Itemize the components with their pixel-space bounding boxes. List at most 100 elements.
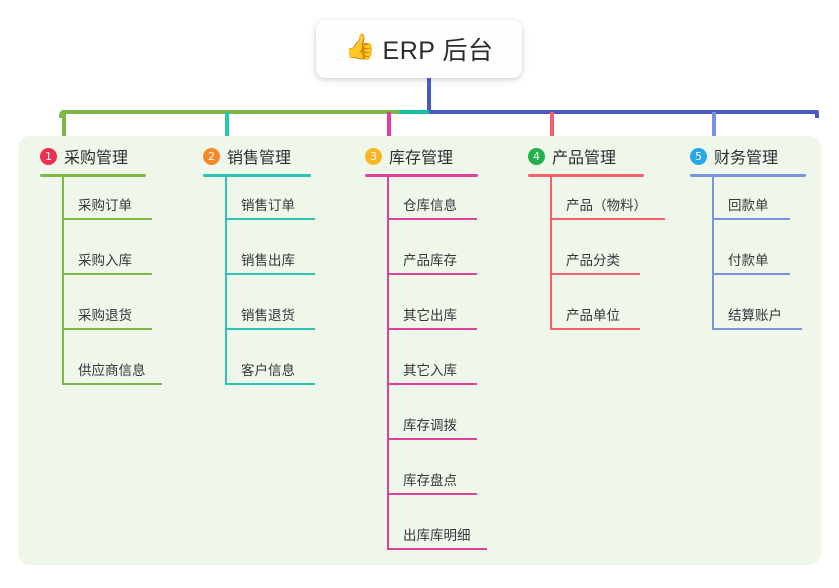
branch-drop-4 bbox=[550, 112, 554, 150]
branch-number-badge: 2 bbox=[203, 147, 220, 165]
leaf-node-underline bbox=[387, 548, 487, 550]
leaf-node-underline bbox=[62, 328, 152, 330]
leaf-node-underline bbox=[225, 383, 315, 385]
branch-number-badge: 5 bbox=[690, 147, 707, 165]
leaf-node-label: 供应商信息 bbox=[78, 363, 146, 378]
bar-segment-teal bbox=[399, 110, 431, 114]
leaf-node[interactable]: 采购订单 bbox=[62, 190, 152, 220]
branch-header-2[interactable]: 2 销售管理 bbox=[203, 144, 291, 168]
leaf-node-underline bbox=[225, 218, 315, 220]
leaf-node-label: 产品单位 bbox=[566, 308, 620, 323]
leaf-node-underline bbox=[225, 328, 315, 330]
leaf-node-label: 其它入库 bbox=[403, 363, 457, 378]
root-node-erp-backend[interactable]: 👍 ERP 后台 bbox=[316, 20, 522, 78]
leaf-node-label: 产品（物料） bbox=[566, 198, 647, 213]
branch-header-underline bbox=[528, 174, 644, 177]
branch-drop-2 bbox=[225, 112, 229, 150]
leaf-node-underline bbox=[62, 273, 152, 275]
leaf-node[interactable]: 产品（物料） bbox=[550, 190, 665, 220]
leaf-node[interactable]: 仓库信息 bbox=[387, 190, 477, 220]
leaf-node[interactable]: 产品分类 bbox=[550, 245, 640, 275]
leaf-node-label: 采购退货 bbox=[78, 308, 132, 323]
leaf-node-underline bbox=[62, 383, 162, 385]
leaf-node-label: 其它出库 bbox=[403, 308, 457, 323]
branch-drop-3 bbox=[387, 112, 391, 150]
thumbs-up-icon: 👍 bbox=[344, 33, 376, 61]
branch-header-underline bbox=[365, 174, 478, 177]
leaf-node-label: 销售订单 bbox=[241, 198, 295, 213]
leaf-node-underline bbox=[712, 218, 790, 220]
branch-header-1[interactable]: 1 采购管理 bbox=[40, 144, 128, 168]
branch-header-5[interactable]: 5 财务管理 bbox=[690, 144, 778, 168]
leaf-node-underline bbox=[712, 328, 802, 330]
branch-header-4[interactable]: 4 产品管理 bbox=[528, 144, 616, 168]
leaf-node-underline bbox=[387, 273, 477, 275]
leaf-node-underline bbox=[712, 273, 790, 275]
leaf-node-label: 客户信息 bbox=[241, 363, 295, 378]
leaf-node-underline bbox=[550, 328, 640, 330]
branch-spine bbox=[712, 177, 714, 330]
leaf-node[interactable]: 结算账户 bbox=[712, 300, 802, 330]
leaf-node-underline bbox=[387, 328, 477, 330]
leaf-node-underline bbox=[550, 218, 665, 220]
bar-segment-green bbox=[61, 110, 401, 114]
leaf-node-label: 销售退货 bbox=[241, 308, 295, 323]
branch-spine bbox=[550, 177, 552, 330]
branch-spine bbox=[225, 177, 227, 385]
leaf-node[interactable]: 销售出库 bbox=[225, 245, 315, 275]
branch-header-underline bbox=[40, 174, 146, 177]
branch-title-label: 采购管理 bbox=[64, 150, 129, 167]
branch-title-label: 财务管理 bbox=[714, 150, 779, 167]
leaf-node[interactable]: 客户信息 bbox=[225, 355, 315, 385]
leaf-node-label: 仓库信息 bbox=[403, 198, 457, 213]
leaf-node[interactable]: 库存盘点 bbox=[387, 465, 477, 495]
branch-spine bbox=[62, 177, 64, 385]
leaf-node[interactable]: 出库库明细 bbox=[387, 520, 487, 550]
branch-number-badge: 4 bbox=[528, 147, 545, 165]
leaf-node-label: 付款单 bbox=[728, 253, 769, 268]
leaf-node[interactable]: 回款单 bbox=[712, 190, 790, 220]
branch-spine bbox=[387, 177, 389, 550]
leaf-node-label: 采购订单 bbox=[78, 198, 132, 213]
branch-header-underline bbox=[690, 174, 806, 177]
leaf-node[interactable]: 采购退货 bbox=[62, 300, 152, 330]
branch-number-badge: 1 bbox=[40, 147, 57, 165]
branch-title-label: 产品管理 bbox=[552, 150, 617, 167]
leaf-node-label: 结算账户 bbox=[728, 308, 782, 323]
branch-title-label: 库存管理 bbox=[389, 150, 454, 167]
bar-segment-blue bbox=[429, 110, 819, 114]
branch-number-badge: 3 bbox=[365, 147, 382, 165]
leaf-node[interactable]: 其它入库 bbox=[387, 355, 477, 385]
branch-drop-5 bbox=[712, 112, 716, 150]
leaf-node[interactable]: 产品单位 bbox=[550, 300, 640, 330]
leaf-node[interactable]: 其它出库 bbox=[387, 300, 477, 330]
leaf-node[interactable]: 付款单 bbox=[712, 245, 790, 275]
leaf-node[interactable]: 库存调拨 bbox=[387, 410, 477, 440]
leaf-node-label: 库存盘点 bbox=[403, 473, 457, 488]
branch-title-label: 销售管理 bbox=[227, 150, 292, 167]
branches-panel: 1 采购管理采购订单采购入库采购退货供应商信息 2 销售管理销售订单销售出库销售退货客… bbox=[18, 136, 821, 565]
leaf-node-underline bbox=[387, 493, 477, 495]
leaf-node-label: 回款单 bbox=[728, 198, 769, 213]
bar-corner-right bbox=[811, 110, 819, 118]
branch-drop-1 bbox=[62, 112, 66, 150]
root-node-label: ERP 后台 bbox=[382, 37, 494, 65]
branch-header-underline bbox=[203, 174, 311, 177]
leaf-node[interactable]: 采购入库 bbox=[62, 245, 152, 275]
leaf-node-underline bbox=[225, 273, 315, 275]
branch-header-3[interactable]: 3 库存管理 bbox=[365, 144, 453, 168]
leaf-node[interactable]: 供应商信息 bbox=[62, 355, 162, 385]
leaf-node-underline bbox=[550, 273, 640, 275]
leaf-node[interactable]: 销售订单 bbox=[225, 190, 315, 220]
leaf-node[interactable]: 产品库存 bbox=[387, 245, 477, 275]
leaf-node-underline bbox=[387, 218, 477, 220]
leaf-node-underline bbox=[387, 438, 477, 440]
leaf-node-underline bbox=[387, 383, 477, 385]
leaf-node-label: 产品分类 bbox=[566, 253, 620, 268]
leaf-node-label: 库存调拨 bbox=[403, 418, 457, 433]
leaf-node-label: 采购入库 bbox=[78, 253, 132, 268]
leaf-node-label: 销售出库 bbox=[241, 253, 295, 268]
leaf-node[interactable]: 销售退货 bbox=[225, 300, 315, 330]
leaf-node-label: 出库库明细 bbox=[403, 528, 471, 543]
